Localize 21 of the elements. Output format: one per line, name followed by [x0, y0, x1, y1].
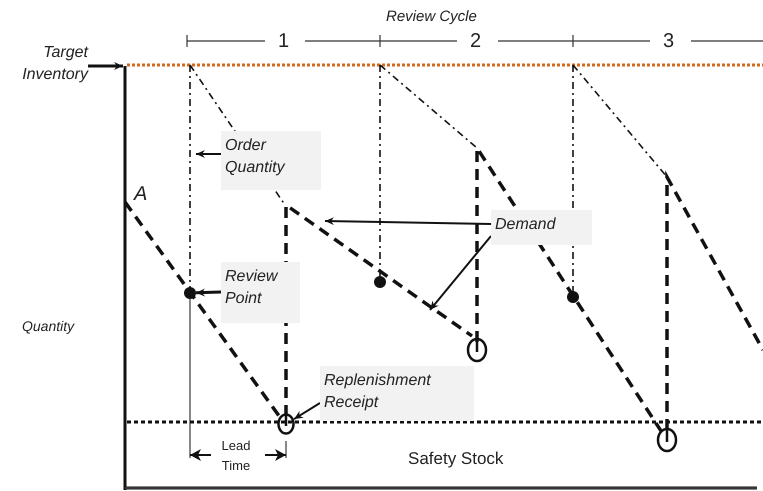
review-point-dot	[184, 287, 196, 299]
leader-arrow	[294, 402, 321, 420]
callout-label: Replenishment Receipt	[320, 366, 474, 421]
leader-arrow	[196, 288, 222, 297]
leader-arrow	[196, 150, 221, 158]
callout-label: Demand	[491, 210, 592, 245]
callout-label: Target Inventory	[2, 42, 88, 88]
receipt-marker	[277, 413, 295, 435]
callout-label: Order Quantity	[221, 131, 321, 190]
cycle-number: 1	[278, 30, 290, 53]
cycle-number: 2	[470, 30, 482, 53]
point-label: A	[134, 183, 148, 206]
axis-title: Quantity	[22, 318, 74, 334]
leader-arrow	[429, 235, 492, 311]
leader-arrow	[88, 62, 123, 70]
leader-arrow	[324, 217, 492, 226]
region-label: Safety Stock	[408, 449, 504, 469]
axis-title: Review Cycle	[386, 8, 477, 25]
callout-label: Review Point	[221, 262, 300, 323]
cycle-number: 3	[663, 30, 674, 53]
dimension-label: Lead Time	[220, 437, 252, 475]
